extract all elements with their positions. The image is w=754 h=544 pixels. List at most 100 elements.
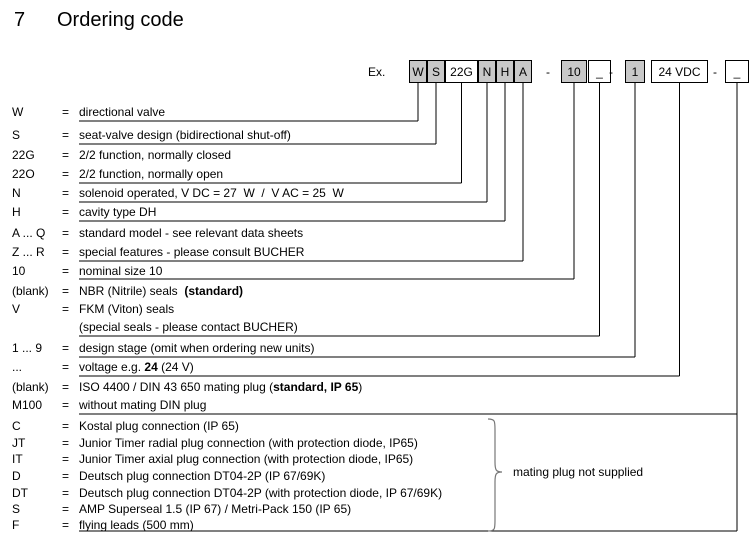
brace-note: mating plug not supplied bbox=[513, 465, 644, 479]
row-description: NBR (Nitrile) seals (standard) bbox=[79, 284, 244, 298]
row-equals: = bbox=[62, 302, 70, 316]
code-separator-dash: - bbox=[546, 64, 550, 79]
row-description: cavity type DH bbox=[79, 205, 157, 219]
row-description: without mating DIN plug bbox=[79, 398, 207, 412]
row-code: H bbox=[12, 205, 21, 219]
row-description: FKM (Viton) seals bbox=[79, 302, 175, 316]
row-description: nominal size 10 bbox=[79, 264, 163, 278]
code-definition-row: C = Kostal plug connection (IP 65) bbox=[0, 419, 754, 434]
row-equals: = bbox=[62, 380, 70, 394]
row-code: C bbox=[12, 419, 21, 433]
row-description: design stage (omit when ordering new uni… bbox=[79, 341, 315, 355]
row-equals: = bbox=[62, 205, 70, 219]
code-definition-row: A ... Q = standard model - see relevant da… bbox=[0, 226, 754, 241]
row-description: Deutsch plug connection DT04-2P (with pr… bbox=[79, 486, 443, 500]
row-equals: = bbox=[62, 419, 70, 433]
code-separator-dash: - bbox=[609, 64, 613, 79]
code-definition-row: (blank) = ISO 4400 / DIN 43 650 mating plu… bbox=[0, 380, 754, 395]
code-definition-row: Z ... R=special features - please consul… bbox=[0, 245, 754, 260]
row-equals: = bbox=[62, 128, 70, 142]
row-equals: = bbox=[62, 341, 70, 355]
row-description: Kostal plug connection (IP 65) bbox=[79, 419, 239, 433]
ordering-code-box-s: S bbox=[427, 60, 445, 83]
row-description: (special seals - please contact BUCHER) bbox=[79, 320, 298, 334]
code-definition-row: DT = Deutsch plug connection DT04-2P (with… bbox=[0, 486, 754, 501]
code-definition-row: 1 ... 9 = design stage (omit when ordering… bbox=[0, 341, 754, 356]
code-definition-row: V = FKM (Viton) seals bbox=[0, 302, 754, 317]
row-equals: = bbox=[62, 486, 70, 500]
row-code: DT bbox=[12, 486, 28, 500]
row-equals: = bbox=[62, 105, 70, 119]
row-code: M100 bbox=[12, 398, 43, 412]
code-definition-row: S = seat-valve design (bidirectional shut-… bbox=[0, 128, 754, 143]
code-definition-row: M100 = without mating DIN plug bbox=[0, 398, 754, 413]
row-code: ... bbox=[12, 360, 23, 374]
row-code: 10 bbox=[12, 264, 26, 278]
row-equals: = bbox=[62, 148, 70, 162]
ordering-code-box-w: W bbox=[409, 60, 427, 83]
row-description: seat-valve design (bidirectional shut-of… bbox=[79, 128, 291, 142]
row-code: F bbox=[12, 518, 20, 532]
row-description: standard model - see relevant data sheet… bbox=[79, 226, 304, 240]
example-label: Ex. bbox=[368, 65, 386, 79]
row-code: (blank) bbox=[12, 380, 49, 394]
row-equals: = bbox=[62, 245, 70, 259]
row-code: D bbox=[12, 469, 21, 483]
row-code: JT bbox=[12, 436, 26, 450]
row-description: Junior Timer axial plug connection (with… bbox=[79, 452, 414, 466]
ordering-code-box-22g: 22G bbox=[445, 60, 478, 83]
code-definition-row: (special seals - please contact BUCHER) bbox=[0, 320, 754, 335]
code-definition-row: (blank) = NBR (Nitrile) seals (standard) bbox=[0, 284, 754, 299]
ordering-code-box-a: A bbox=[514, 60, 532, 83]
row-description: 2/2 function, normally open bbox=[79, 167, 224, 181]
row-equals: = bbox=[62, 264, 70, 278]
ordering-code-box-10: 10 bbox=[561, 60, 587, 83]
row-code: A ... Q bbox=[12, 226, 46, 240]
row-code: (blank) bbox=[12, 284, 49, 298]
row-code: IT bbox=[12, 452, 23, 466]
row-code: N bbox=[12, 186, 21, 200]
row-code: 1 ... 9 bbox=[12, 341, 43, 355]
section-number: 7 bbox=[14, 9, 26, 31]
row-equals: = bbox=[62, 518, 70, 532]
row-description: special features - please consult BUCHER bbox=[79, 245, 305, 259]
code-definition-row: 22O = 2/2 function, normally open bbox=[0, 167, 754, 182]
row-description: Junior Timer radial plug connection (wit… bbox=[79, 436, 418, 450]
row-description: directional valve bbox=[79, 105, 166, 119]
ordering-code-box-h: H bbox=[496, 60, 514, 83]
row-description: AMP Superseal 1.5 (IP 67) / Metri-Pack 1… bbox=[79, 502, 352, 516]
ordering-code-box-_: _ bbox=[588, 60, 611, 83]
row-equals: = bbox=[62, 469, 70, 483]
row-equals: = bbox=[62, 502, 70, 516]
row-description: flying leads (500 mm) bbox=[79, 518, 194, 532]
row-code: V bbox=[12, 302, 21, 316]
ordering-code-box-n: N bbox=[478, 60, 496, 83]
code-definition-row: ...=voltage e.g. 24 (24 V) bbox=[0, 360, 754, 375]
row-code: 22O bbox=[12, 167, 35, 181]
row-equals: = bbox=[62, 452, 70, 466]
row-equals: = bbox=[62, 186, 70, 200]
row-equals: = bbox=[62, 167, 70, 181]
row-equals: = bbox=[62, 398, 70, 412]
code-definition-row: S = AMP Superseal 1.5 (IP 67) / Metri-Pack… bbox=[0, 502, 754, 517]
page-title: Ordering code bbox=[57, 9, 184, 31]
code-definition-row: D = Deutsch plug connection DT04-2P (IP 67… bbox=[0, 469, 754, 484]
row-description: 2/2 function, normally closed bbox=[79, 148, 232, 162]
row-equals: = bbox=[62, 226, 70, 240]
code-definition-row: N = solenoid operated, V DC = 27 W / V AC … bbox=[0, 186, 754, 201]
ordering-code-box-_: _ bbox=[725, 60, 749, 83]
row-code: 22G bbox=[12, 148, 35, 162]
row-equals: = bbox=[62, 284, 70, 298]
row-code: S bbox=[12, 128, 21, 142]
row-equals: = bbox=[62, 360, 70, 374]
row-description: solenoid operated, V DC = 27 W / V AC = … bbox=[79, 186, 344, 200]
row-code: W bbox=[12, 105, 24, 119]
row-equals: = bbox=[62, 436, 70, 450]
row-description: Deutsch plug connection DT04-2P (IP 67/6… bbox=[79, 469, 326, 483]
code-definition-row: 22G = 2/2 function, normally closed bbox=[0, 148, 754, 163]
code-definition-row: H = cavity type DH bbox=[0, 205, 754, 220]
ordering-code-box-24-vdc: 24 VDC bbox=[651, 60, 708, 83]
row-code: S bbox=[12, 502, 21, 516]
row-description: ISO 4400 / DIN 43 650 mating plug (stand… bbox=[79, 380, 363, 394]
